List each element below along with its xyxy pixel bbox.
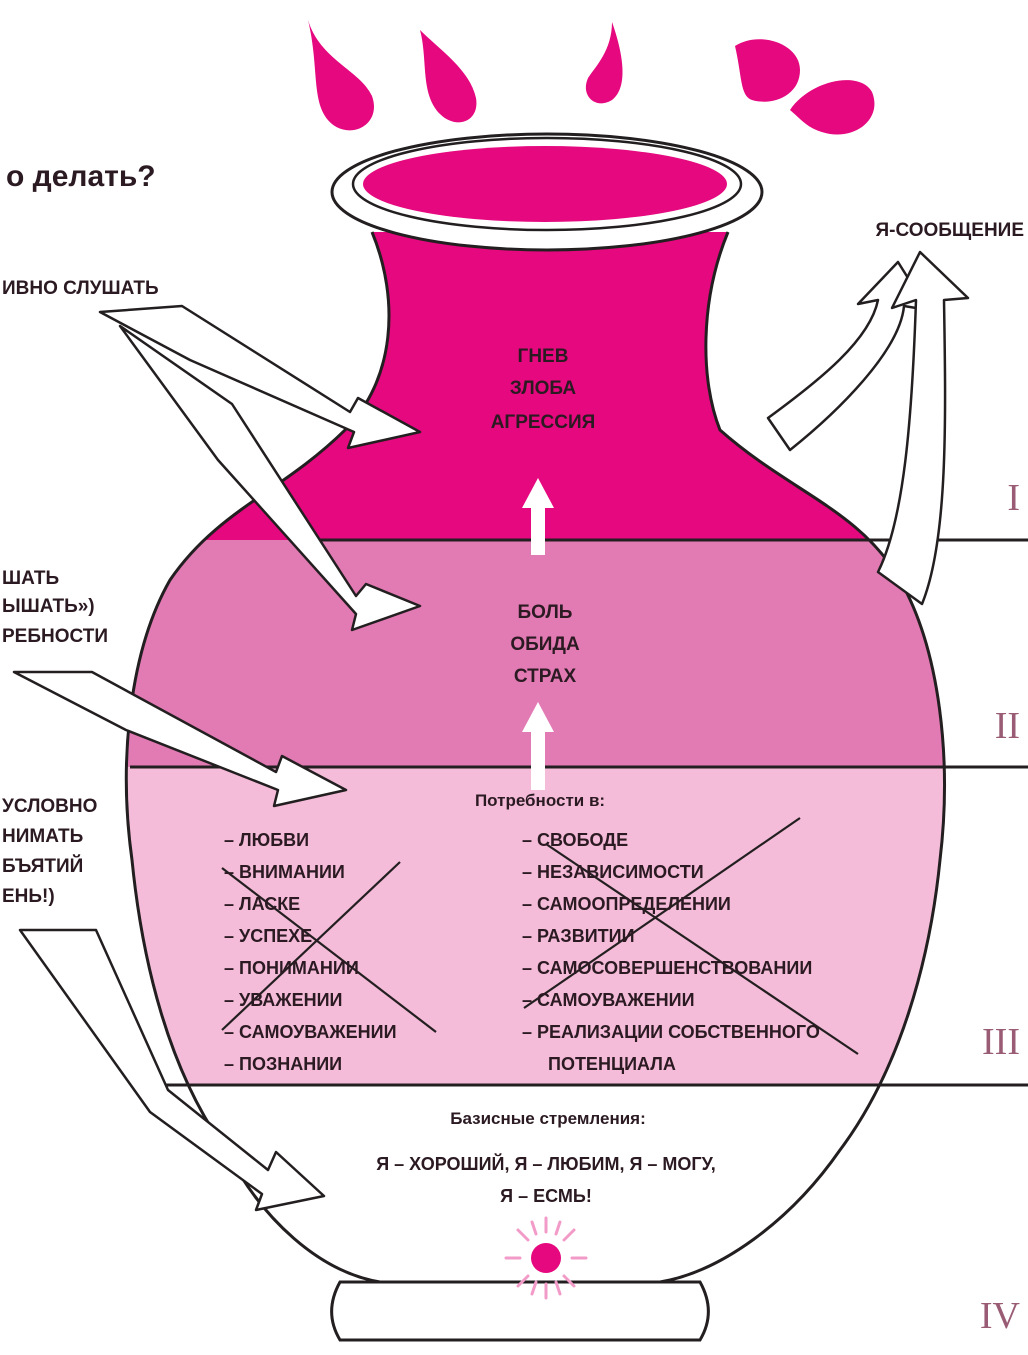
roman-4: IV (980, 1295, 1021, 1337)
label-hear-3: РЕБНОСТИ (2, 626, 108, 647)
level1-line-1: ГНЕВ (518, 346, 569, 367)
roman-2: II (995, 705, 1020, 747)
vessel-base (332, 1282, 709, 1340)
level2-line-1: БОЛЬ (518, 602, 573, 623)
need-left-4: – УСПЕХЕ (224, 926, 312, 946)
need-left-1: – ЛЮБВИ (224, 830, 309, 850)
need-right-1: – СВОБОДЕ (522, 830, 628, 850)
need-left-7: – САМОУВАЖЕНИИ (224, 1022, 397, 1042)
level1-line-2: ЗЛОБА (510, 378, 576, 399)
roman-1: I (1007, 477, 1020, 519)
label-accept-3: БЪЯТИЙ (2, 855, 83, 877)
drop-3 (586, 22, 623, 103)
need-right-7: – РЕАЛИЗАЦИИ СОБСТВЕННОГО (522, 1022, 820, 1042)
basic-line-1: Я – ХОРОШИЙ, Я – ЛЮБИМ, Я – МОГУ, (376, 1153, 716, 1174)
need-left-6: – УВАЖЕНИИ (224, 990, 342, 1010)
drop-1 (308, 20, 374, 130)
label-hear-1: ШАТЬ (2, 568, 59, 589)
drop-5 (790, 80, 874, 134)
label-accept-2: НИМАТЬ (2, 826, 83, 847)
label-listen: ИВНО СЛУШАТЬ (2, 278, 159, 299)
basic-line-2: Я – ЕСМЬ! (500, 1186, 592, 1206)
need-right-8: ПОТЕНЦИАЛА (548, 1054, 676, 1074)
need-left-5: – ПОНИМАНИИ (224, 958, 359, 978)
level1-line-3: АГРЕССИЯ (491, 412, 596, 433)
need-right-5: – САМОСОВЕРШЕНСТВОВАНИИ (522, 958, 812, 978)
need-left-3: – ЛАСКЕ (224, 894, 300, 914)
arrow-listen-to-level-1 (100, 306, 420, 448)
page-title: о делать? (6, 160, 156, 193)
need-right-3: – САМООПРЕДЕЛЕНИИ (522, 894, 731, 914)
needs-title: Потребности в: (475, 791, 605, 810)
need-right-4: – РАЗВИТИИ (522, 926, 635, 946)
need-left-8: – ПОЗНАНИИ (224, 1054, 342, 1074)
roman-3: III (982, 1021, 1020, 1063)
label-accept-1: УСЛОВНО (2, 796, 97, 817)
label-hear-2: ЫШАТЬ») (2, 596, 95, 617)
vessel-opening (363, 146, 727, 222)
need-right-6: – САМОУВАЖЕНИИ (522, 990, 695, 1010)
band-level-3 (0, 767, 1028, 1085)
sun-icon (506, 1218, 586, 1298)
drop-4 (735, 39, 800, 101)
need-right-2: – НЕЗАВИСИМОСТИ (522, 862, 704, 882)
label-accept-4: ЕНЬ!) (2, 886, 55, 907)
drop-2 (420, 30, 476, 122)
level2-line-2: ОБИДА (510, 634, 580, 655)
basic-title: Базисные стремления: (450, 1109, 646, 1128)
splash-drops (308, 20, 874, 134)
level2-line-3: СТРАХ (514, 666, 577, 687)
need-left-2: – ВНИМАНИИ (224, 862, 345, 882)
label-i-message: Я-СООБЩЕНИЕ (875, 220, 1024, 241)
